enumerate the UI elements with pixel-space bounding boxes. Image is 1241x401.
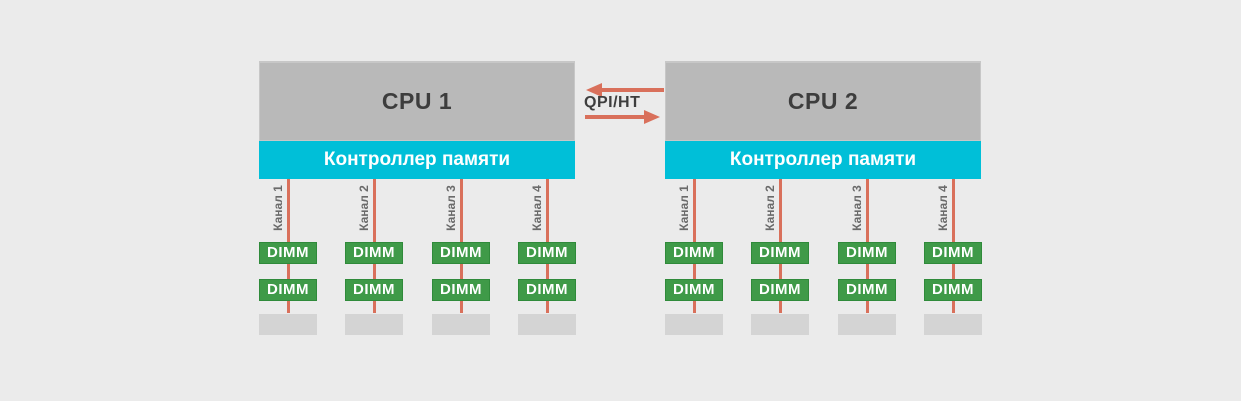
qpi-ht-label: QPI/HT <box>584 94 641 111</box>
cpu1-channel-1: Канал 1 DIMM DIMM <box>259 179 317 335</box>
empty-dimm-slot <box>838 314 896 335</box>
dimm-module: DIMM <box>345 242 403 264</box>
empty-dimm-slot <box>751 314 809 335</box>
channel-label: Канал 2 <box>357 185 371 231</box>
arrow-right-shaft <box>585 115 645 119</box>
dimm-module: DIMM <box>518 279 576 301</box>
channel-label: Канал 1 <box>677 185 691 231</box>
cpu2-channel-4: Канал 4 DIMM DIMM <box>924 179 982 335</box>
cpu2-channel-1: Канал 1 DIMM DIMM <box>665 179 723 335</box>
dimm-module: DIMM <box>665 242 723 264</box>
channel-label: Канал 2 <box>763 185 777 231</box>
channel-label: Канал 3 <box>850 185 864 231</box>
qpi-ht-link: QPI/HT <box>575 80 665 130</box>
dimm-module: DIMM <box>838 242 896 264</box>
dimm-module: DIMM <box>432 242 490 264</box>
dimm-module: DIMM <box>751 279 809 301</box>
cpu1-channel-4: Канал 4 DIMM DIMM <box>518 179 576 335</box>
arrow-left-icon <box>586 83 602 97</box>
dimm-module: DIMM <box>924 279 982 301</box>
channel-label: Канал 4 <box>530 185 544 231</box>
cpu2-block: CPU 2 <box>665 61 981 141</box>
dimm-module: DIMM <box>924 242 982 264</box>
empty-dimm-slot <box>432 314 490 335</box>
arrow-right-icon <box>644 110 660 124</box>
cpu1-block: CPU 1 <box>259 61 575 141</box>
dimm-module: DIMM <box>838 279 896 301</box>
cpu2-channel-3: Канал 3 DIMM DIMM <box>838 179 896 335</box>
cpu1-channel-3: Канал 3 DIMM DIMM <box>432 179 490 335</box>
arrow-left-shaft <box>601 88 664 92</box>
cpu1-group: CPU 1 Контроллер памяти Канал 1 DIMM DIM… <box>259 61 576 335</box>
dimm-module: DIMM <box>345 279 403 301</box>
cpu2-label: CPU 2 <box>787 88 859 114</box>
dimm-module: DIMM <box>259 242 317 264</box>
channel-label: Канал 4 <box>936 185 950 231</box>
channel-label: Канал 3 <box>444 185 458 231</box>
dimm-module: DIMM <box>432 279 490 301</box>
channel-label: Канал 1 <box>271 185 285 231</box>
empty-dimm-slot <box>518 314 576 335</box>
cpu2-memory-controller: Контроллер памяти <box>665 141 981 179</box>
dimm-module: DIMM <box>518 242 576 264</box>
cpu1-memory-controller: Контроллер памяти <box>259 141 575 179</box>
cpu2-group: CPU 2 Контроллер памяти Канал 1 DIMM DIM… <box>665 61 982 335</box>
cpu1-label: CPU 1 <box>381 88 453 114</box>
empty-dimm-slot <box>259 314 317 335</box>
dimm-module: DIMM <box>665 279 723 301</box>
cpu2-channel-2: Канал 2 DIMM DIMM <box>751 179 809 335</box>
empty-dimm-slot <box>345 314 403 335</box>
dimm-module: DIMM <box>259 279 317 301</box>
dimm-module: DIMM <box>751 242 809 264</box>
empty-dimm-slot <box>924 314 982 335</box>
cpu1-channel-2: Канал 2 DIMM DIMM <box>345 179 403 335</box>
empty-dimm-slot <box>665 314 723 335</box>
